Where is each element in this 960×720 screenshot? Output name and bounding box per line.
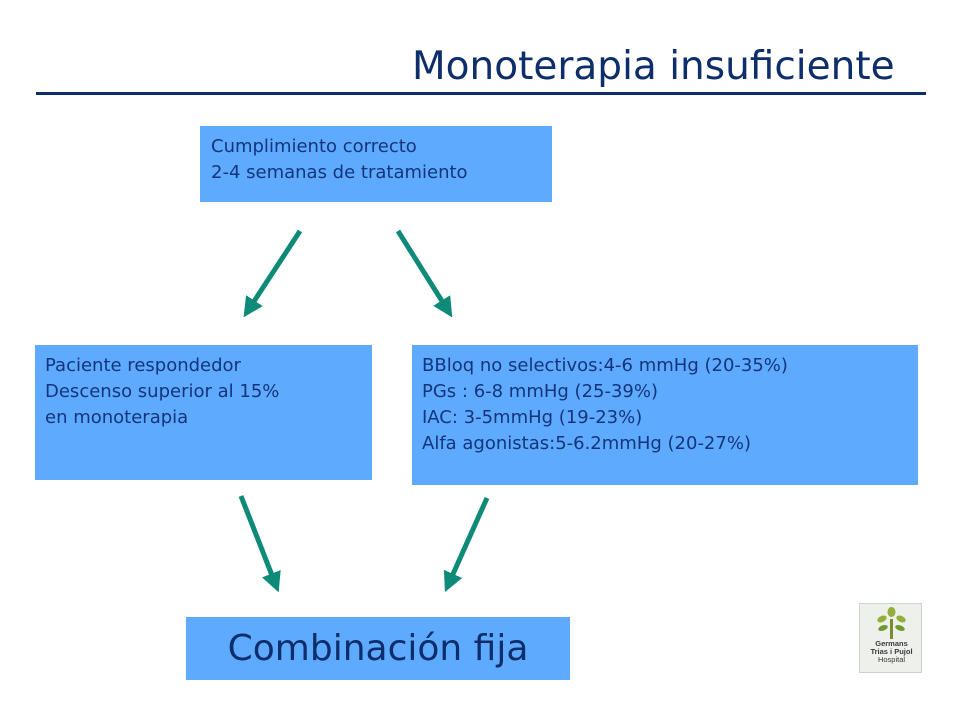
box-drug-line-2: PGs : 6-8 mmHg (25-39%) [422,381,659,402]
logo-line-2: Trias i Pujol [870,647,913,656]
tree-icon [877,607,906,639]
arrow-top-to-right [395,229,453,318]
box-responder-line-3: en monoterapia [45,407,189,428]
box-drug-line-1: BBloq no selectivos:4-6 mmHg (20-35%) [422,355,788,376]
box-drug-reductions: BBloq no selectivos:4-6 mmHg (20-35%) PG… [412,345,918,485]
logo-line-3: Hospital [877,655,906,664]
box-fixed-combination: Combinación fija [186,617,570,680]
box-compliance-line-2: 2-4 semanas de tratamiento [211,162,468,183]
slide-title: Monoterapia insuficiente [412,44,895,89]
arrow-left-to-bottom [238,495,281,593]
box-responder-line-2: Descenso superior al 15% [45,381,280,402]
box-drug-line-3: IAC: 3-5mmHg (19-23%) [422,407,643,428]
box-responder: Paciente respondedor Descenso superior a… [35,345,372,480]
box-compliance: Cumplimiento correcto 2-4 semanas de tra… [200,126,552,202]
box-compliance-line-1: Cumplimiento correcto [211,136,417,157]
arrow-right-to-bottom [443,496,490,593]
box-responder-line-1: Paciente respondedor [45,355,241,376]
title-underline [36,92,926,95]
logo-text: Germans Trias i Pujol Hospital [860,640,923,664]
box-drug-line-4: Alfa agonistas:5-6.2mmHg (20-27%) [422,433,751,454]
logo-line-1: Germans [875,639,908,648]
arrow-top-to-left [243,229,303,318]
hospital-logo: Germans Trias i Pujol Hospital [859,603,922,673]
